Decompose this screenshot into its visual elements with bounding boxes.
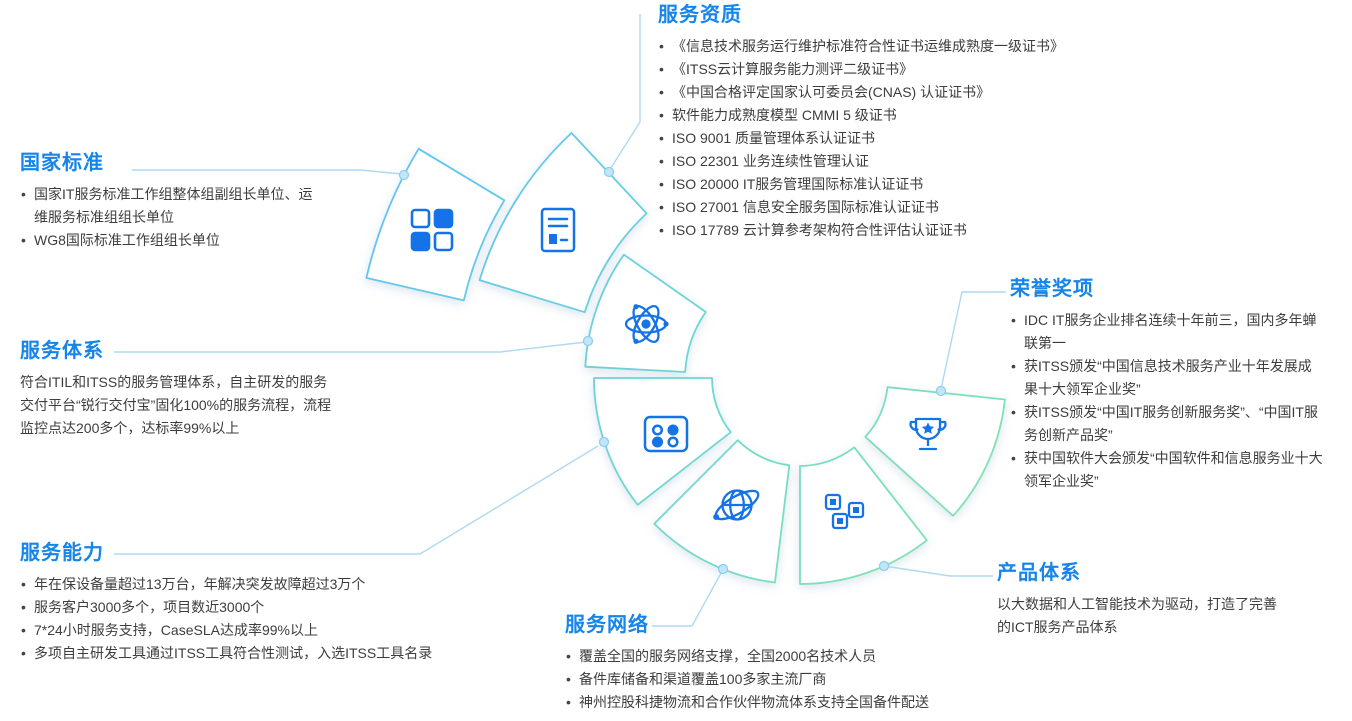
section-service-network: 服务网络 覆盖全国的服务网络支撑，全国2000名技术人员备件库储备和渠道覆盖10… [565, 614, 1005, 714]
connector-line [114, 341, 587, 353]
section-items-service-network: 覆盖全国的服务网络支撑，全国2000名技术人员备件库储备和渠道覆盖100多家主流… [565, 645, 1005, 714]
section-honors-awards: 荣誉奖项 IDC IT服务企业排名连续十年前三，国内多年蝉联第一获ITSS颁发“… [1010, 278, 1325, 493]
diagram-tile-service-system [584, 253, 707, 373]
connector-dot [582, 335, 594, 347]
list-item: 服务客户3000多个，项目数近3000个 [20, 596, 520, 619]
section-items-service-capability: 年在保设备量超过13万台，年解决突发故障超过3万个服务客户3000多个，项目数近… [20, 573, 520, 665]
list-item: 获中国软件大会颁发“中国软件和信息服务业十大领军企业奖” [1010, 447, 1325, 493]
connector-line [652, 572, 722, 627]
section-items-honors-awards: IDC IT服务企业排名连续十年前三，国内多年蝉联第一获ITSS颁发“中国信息技… [1010, 309, 1325, 493]
list-item: 软件能力成熟度模型 CMMI 5 级证书 [658, 104, 1248, 127]
section-service-capability: 服务能力 年在保设备量超过13万台，年解决突发故障超过3万个服务客户3000多个… [20, 542, 520, 665]
list-item: ISO 27001 信息安全服务国际标准认证证书 [658, 196, 1248, 219]
list-item: 7*24小时服务支持，CaseSLA达成率99%以上 [20, 619, 520, 642]
connector-dot [717, 563, 729, 575]
diagram-tile-service-qualifications [478, 132, 648, 314]
section-title-honors-awards: 荣誉奖项 [1010, 278, 1094, 300]
list-item: 多项自主研发工具通过ITSS工具符合性测试，入选ITSS工具名录 [20, 642, 520, 665]
section-title-service-capability: 服务能力 [20, 542, 104, 564]
list-item: 获ITSS颁发“中国信息技术服务产业十年发展成果十大领军企业奖” [1010, 355, 1325, 401]
globe-icon [713, 489, 760, 521]
section-service-system: 服务体系 符合ITIL和ITSS的服务管理体系，自主研发的服务交付平台“锐行交付… [20, 340, 336, 440]
certificate-icon [540, 207, 576, 253]
connector-line [883, 565, 993, 577]
list-item: 年在保设备量超过13万台，年解决突发故障超过3万个 [20, 573, 520, 596]
connector-line [132, 169, 403, 175]
connector-dot [935, 385, 947, 397]
section-title-product-system: 产品体系 [997, 562, 1081, 584]
connector-dot [878, 560, 890, 572]
list-item: 《中国合格评定国家认可委员会(CNAS) 认证证书》 [658, 81, 1248, 104]
section-title-service-network: 服务网络 [565, 614, 649, 636]
apps-icon [643, 415, 689, 453]
list-item: WG8国际标准工作组组长单位 [20, 229, 320, 252]
connector-dot [603, 166, 615, 178]
list-item: IDC IT服务企业排名连续十年前三，国内多年蝉联第一 [1010, 309, 1325, 355]
connector-dot [598, 436, 610, 448]
cubes-icon [824, 493, 865, 530]
list-item: 国家IT服务标准工作组整体组副组长单位、运维服务标准组组长单位 [20, 183, 320, 229]
section-text-product-system: 以大数据和人工智能技术为驱动，打造了完善的ICT服务产品体系 [997, 596, 1277, 635]
list-item: ISO 17789 云计算参考架构符合性评估认证证书 [658, 219, 1248, 242]
connector-line [114, 445, 599, 555]
list-item: 覆盖全国的服务网络支撑，全国2000名技术人员 [565, 645, 1005, 668]
list-item: 备件库储备和渠道覆盖100多家主流厂商 [565, 668, 1005, 691]
connector-dot [398, 169, 410, 181]
list-item: 神州控股科捷物流和合作伙伴物流体系支持全国备件配送 [565, 691, 1005, 714]
section-title-service-system: 服务体系 [20, 340, 104, 362]
trophy-icon [909, 417, 947, 451]
connector-line [608, 14, 641, 172]
section-service-qualifications: 服务资质 《信息技术服务运行维护标准符合性证书运维成熟度一级证书》《ITSS云计… [658, 4, 1248, 242]
list-item: ISO 20000 IT服务管理国际标准认证证书 [658, 173, 1248, 196]
list-item: ISO 22301 业务连续性管理认证 [658, 150, 1248, 173]
section-text-service-system: 符合ITIL和ITSS的服务管理体系，自主研发的服务交付平台“锐行交付宝”固化1… [20, 374, 332, 436]
section-title-national-standards: 国家标准 [20, 152, 104, 174]
connector-line [940, 291, 1006, 390]
grid-icon [410, 208, 454, 252]
section-national-standards: 国家标准 国家IT服务标准工作组整体组副组长单位、运维服务标准组组长单位WG8国… [20, 152, 320, 252]
list-item: 获ITSS颁发“中国IT服务创新服务奖”、“中国IT服务创新产品奖” [1010, 401, 1325, 447]
section-product-system: 产品体系 以大数据和人工智能技术为驱动，打造了完善的ICT服务产品体系 [997, 562, 1285, 639]
section-title-service-qualifications: 服务资质 [658, 4, 742, 26]
list-item: 《ITSS云计算服务能力测评二级证书》 [658, 58, 1248, 81]
section-items-national-standards: 国家IT服务标准工作组整体组副组长单位、运维服务标准组组长单位WG8国际标准工作… [20, 183, 320, 252]
list-item: ISO 9001 质量管理体系认证证书 [658, 127, 1248, 150]
section-items-service-qualifications: 《信息技术服务运行维护标准符合性证书运维成熟度一级证书》《ITSS云计算服务能力… [658, 35, 1248, 242]
list-item: 《信息技术服务运行维护标准符合性证书运维成熟度一级证书》 [658, 35, 1248, 58]
atom-icon [624, 304, 669, 344]
diagram-tile-honors-awards [864, 386, 1006, 517]
diagram-tile-service-network [653, 439, 791, 584]
